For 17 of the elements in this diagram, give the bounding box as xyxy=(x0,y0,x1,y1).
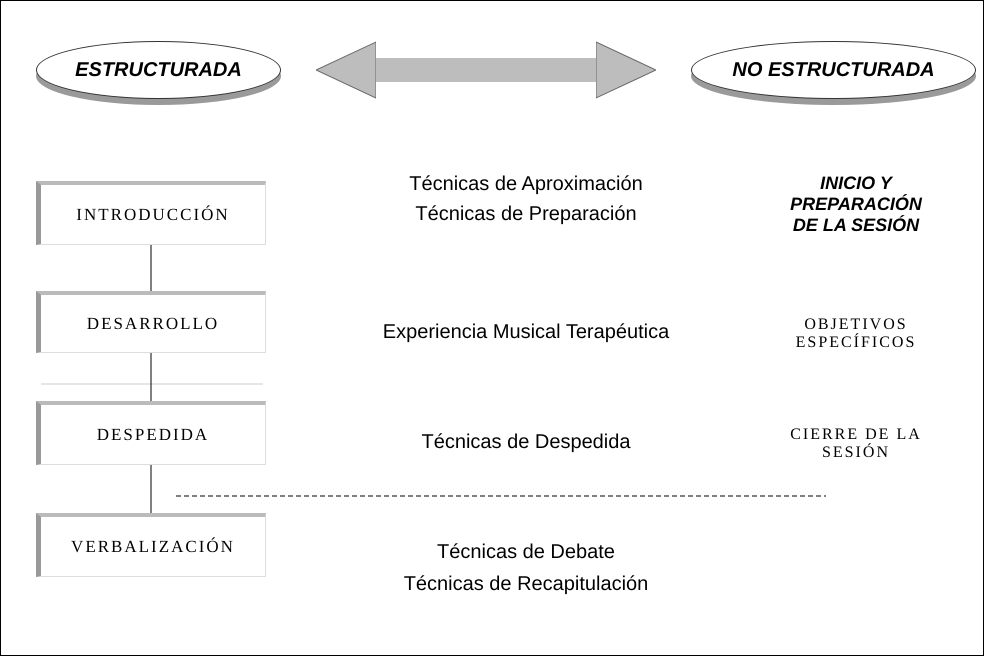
stage-note: OBJETIVOS ESPECÍFICOS xyxy=(794,316,918,352)
double-arrow xyxy=(316,42,656,98)
technique-text: Técnicas de Recapitulación xyxy=(402,573,650,596)
stage-box: VERBALIZACIÓN xyxy=(36,513,266,577)
stage-note: INICIO Y PREPARACIÓN DE LA SESIÓN xyxy=(789,173,924,236)
technique-text: Técnicas de Despedida xyxy=(420,431,632,454)
stage-box: DESPEDIDA xyxy=(36,401,266,465)
technique-text: Técnicas de Preparación xyxy=(414,203,638,226)
connector-line xyxy=(150,352,152,402)
technique-text: Técnicas de Debate xyxy=(436,541,616,564)
stage-box: DESARROLLO xyxy=(36,291,266,353)
technique-text: Experiencia Musical Terapéutica xyxy=(382,321,670,344)
technique-text: Técnicas de Aproximación xyxy=(408,173,644,196)
stage-note: CIERRE DE LA SESIÓN xyxy=(789,426,923,462)
connector-line xyxy=(150,244,152,292)
connector-line xyxy=(150,464,152,514)
stage-box: INTRODUCCIÓN xyxy=(36,181,266,245)
